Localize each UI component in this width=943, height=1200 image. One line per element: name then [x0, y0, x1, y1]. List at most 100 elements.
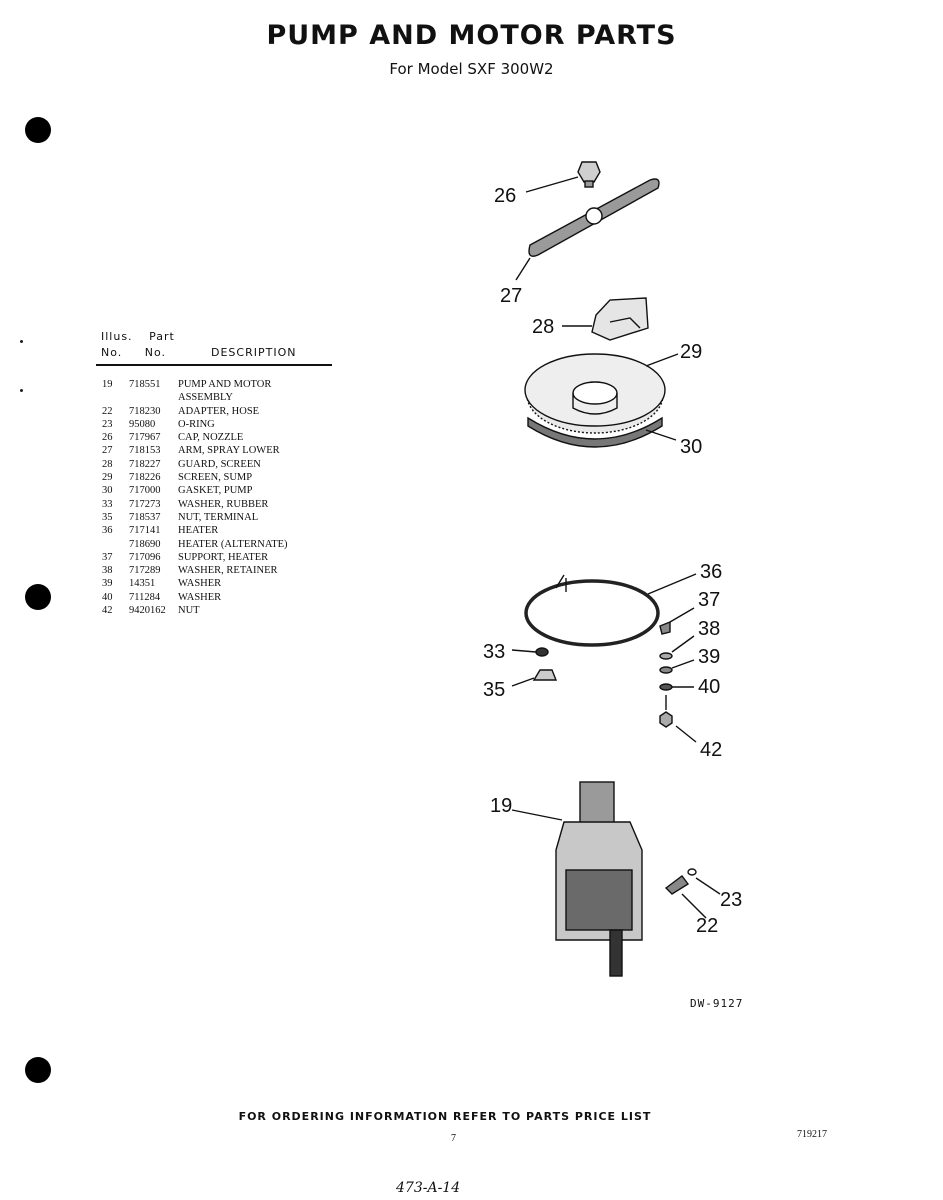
part-description: GASKET, PUMP [178, 485, 253, 497]
drawing-number: DW-9127 [690, 997, 744, 1010]
part-description: SCREEN, SUMP [178, 472, 253, 484]
part-number: 717096 [129, 551, 161, 563]
rubber-washer-part [535, 647, 549, 657]
page-title: PUMP AND MOTOR PARTS [266, 20, 677, 51]
part-number: 95080 [129, 418, 156, 430]
part-number: 717967 [129, 432, 161, 444]
spray-arm-part [528, 178, 660, 257]
part-description: ADAPTER, HOSE [178, 405, 260, 417]
description-header: DESCRIPTION [211, 346, 297, 359]
part-number: 718227 [129, 458, 161, 470]
illus-number: 38 [102, 565, 113, 577]
illus-number: 29 [102, 472, 113, 484]
illus-number: 35 [102, 511, 113, 523]
callout-36: 36 [700, 561, 722, 583]
binder-hole [25, 1057, 51, 1083]
screen-guard-part [591, 297, 649, 341]
illus-number: 22 [102, 405, 113, 417]
terminal-nut-part [532, 669, 558, 681]
binder-hole [25, 117, 51, 143]
callout-22: 22 [696, 915, 718, 937]
callout-30: 30 [680, 436, 702, 458]
callout-40: 40 [698, 676, 720, 698]
part-description: SUPPORT, HEATER [178, 551, 269, 563]
callout-19: 19 [490, 795, 512, 817]
part-description: WASHER [178, 591, 222, 603]
part-description: HEATER [178, 525, 219, 537]
illus-number: 36 [102, 525, 113, 537]
leader-36 [647, 573, 697, 595]
pump-gasket-part [527, 416, 663, 448]
nozzle-cap-part [577, 161, 601, 188]
margin-dot [20, 389, 23, 392]
callout-27: 27 [500, 285, 522, 307]
part-description: WASHER, RETAINER [178, 565, 278, 577]
callout-23: 23 [720, 889, 742, 911]
callout-37: 37 [698, 589, 720, 611]
retainer-washer-part [659, 652, 673, 660]
margin-dot [20, 340, 23, 343]
callout-35: 35 [483, 679, 505, 701]
handwritten-note: 473-A-14 [396, 1180, 461, 1196]
part-description: NUT [178, 605, 200, 617]
part-number: 711284 [129, 591, 161, 603]
document-number: 719217 [797, 1129, 827, 1140]
leader-22 [681, 893, 707, 919]
heater-support-part [659, 620, 671, 635]
leader-26 [525, 176, 579, 193]
part-description: HEATER (ALTERNATE) [178, 538, 288, 550]
part-no-header: No. [144, 346, 167, 359]
part-number: 718226 [129, 472, 161, 484]
callout-39: 39 [698, 646, 720, 668]
binder-hole [25, 584, 51, 610]
page-subtitle: For Model SXF 300W2 [389, 60, 554, 78]
illus-number: 19 [102, 379, 113, 390]
page-number: 7 [451, 1133, 456, 1144]
callout-28: 28 [532, 316, 554, 338]
part-number: 717273 [129, 498, 161, 510]
illus-number: 42 [102, 605, 113, 617]
part-description: CAP, NOZZLE [178, 432, 244, 444]
pump-motor-assembly-part [555, 781, 643, 977]
illus-no-header: No. [101, 346, 123, 359]
part-number: 9420162 [129, 605, 166, 617]
washer-part [659, 666, 673, 674]
parts-row: 36 717141 HEATER [96, 524, 356, 537]
parts-row: ASSEMBLY [96, 391, 356, 404]
part-header: Part [149, 330, 175, 343]
part-description: ARM, SPRAY LOWER [178, 445, 280, 457]
leader-39 [671, 659, 695, 669]
leader-19 [511, 809, 563, 821]
callout-38: 38 [698, 618, 720, 640]
illus-number: 39 [102, 578, 113, 590]
part-number: 717000 [129, 485, 161, 497]
header-divider [96, 364, 332, 366]
illus-number: 33 [102, 498, 113, 510]
callout-29: 29 [680, 341, 702, 363]
leader-29 [645, 353, 679, 367]
sump-screen-part [524, 353, 666, 434]
illus-number: 28 [102, 458, 113, 470]
part-description: PUMP AND MOTOR [178, 379, 272, 390]
callout-33: 33 [483, 641, 505, 663]
illus-number: 23 [102, 418, 113, 430]
part-description: ASSEMBLY [178, 392, 233, 404]
part-number: 717141 [129, 525, 161, 537]
parts-row: 718690 HEATER (ALTERNATE) [96, 538, 356, 551]
nut-part [659, 711, 673, 728]
part-number: 718690 [129, 538, 161, 550]
part-number: 14351 [129, 578, 156, 590]
part-description: NUT, TERMINAL [178, 511, 259, 523]
